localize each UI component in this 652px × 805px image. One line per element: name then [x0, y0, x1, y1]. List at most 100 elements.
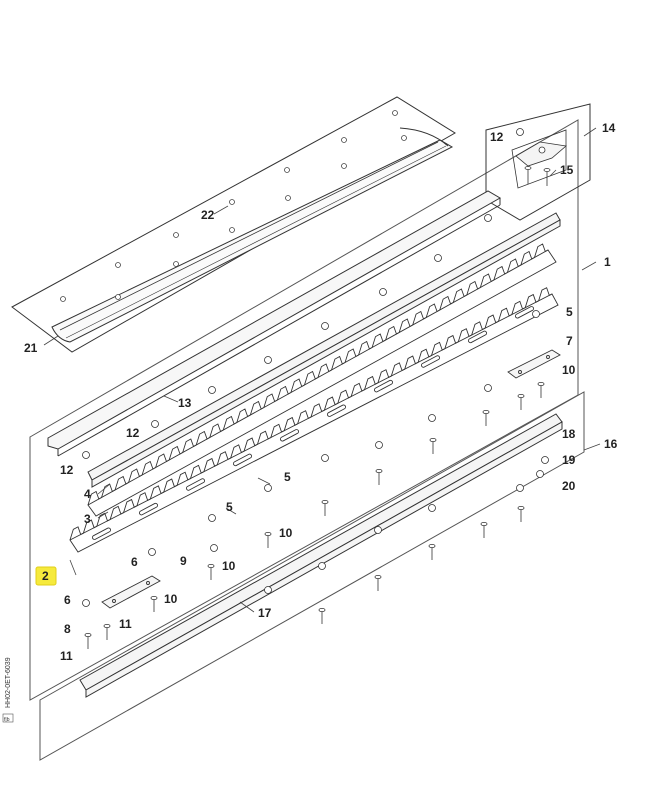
- blade-slot: [514, 306, 535, 319]
- washer: [151, 420, 159, 428]
- fasteners: [82, 128, 549, 649]
- plate-part-7: [507, 349, 561, 379]
- blade-slot: [467, 330, 488, 344]
- washer: [532, 310, 540, 318]
- screw: [375, 468, 383, 485]
- washer: [264, 356, 272, 364]
- washer: [82, 451, 90, 459]
- callout-12a: 12: [490, 130, 504, 144]
- screw-part-15: [524, 166, 551, 186]
- washer: [484, 214, 492, 222]
- blade-slot: [232, 453, 253, 467]
- callout-6a: 6: [131, 555, 138, 569]
- callout-1: 1: [604, 255, 611, 269]
- washer: [210, 544, 218, 552]
- washer: [375, 441, 383, 449]
- washer: [484, 384, 492, 392]
- washer: [434, 254, 442, 262]
- blade-slot: [326, 404, 347, 417]
- washer: [264, 484, 272, 492]
- washer: [428, 504, 436, 512]
- callout-9: 9: [180, 554, 187, 568]
- callout-15: 15: [560, 163, 574, 177]
- screw: [429, 437, 437, 454]
- screw: [103, 624, 111, 640]
- blade-cover-part-21: [51, 127, 454, 343]
- blade-slot: [279, 429, 300, 442]
- screw: [374, 575, 382, 591]
- washer: [374, 526, 382, 534]
- guide-bar-part-4: [87, 212, 561, 488]
- screw: [264, 532, 272, 548]
- screw: [482, 409, 490, 426]
- blade-slot: [185, 478, 206, 491]
- callout-12c: 12: [60, 463, 74, 477]
- callout-11b: 11: [60, 649, 73, 663]
- washer: [516, 128, 524, 136]
- callout-21: 21: [24, 341, 38, 355]
- leader-lines: [43, 127, 601, 613]
- callout-7: 7: [566, 334, 573, 348]
- callout-10c: 10: [222, 559, 236, 573]
- washer: [321, 322, 329, 330]
- blade-slot: [373, 379, 394, 393]
- callout-10b: 10: [279, 526, 293, 540]
- screw: [428, 544, 436, 560]
- washer: [321, 454, 329, 462]
- callout-18: 18: [562, 427, 576, 441]
- screw: [480, 522, 488, 538]
- clip-part-14: [515, 141, 567, 167]
- screw: [517, 393, 525, 410]
- callout-10a: 10: [562, 363, 576, 377]
- upper-cutting-blade-part-3: [87, 243, 557, 517]
- screw: [150, 596, 158, 612]
- callout-5b: 5: [284, 470, 291, 484]
- washer: [208, 514, 216, 522]
- cover-mounting-holes: [60, 110, 407, 302]
- lower-cutting-blade-part-2: [69, 287, 559, 553]
- corner-mark-box: [2, 713, 14, 723]
- washer: [318, 562, 326, 570]
- callout-4: 4: [84, 487, 91, 501]
- screw: [321, 499, 329, 516]
- screw: [207, 564, 215, 580]
- washer: [428, 414, 436, 422]
- blade-cover-assembly-outline: [11, 96, 456, 353]
- callout-17: 17: [258, 606, 272, 620]
- washer: [541, 456, 549, 464]
- callout-19: 19: [562, 453, 576, 467]
- blade-slot: [138, 502, 159, 516]
- washer: [516, 484, 524, 492]
- screw: [517, 505, 525, 522]
- plate-part-8: [101, 575, 161, 609]
- blade-slot: [91, 527, 112, 540]
- callout-6b: 6: [64, 593, 71, 607]
- washer: [379, 288, 387, 296]
- washer: [536, 470, 544, 478]
- callout-10d: 10: [164, 592, 178, 606]
- inset-box-14: [485, 103, 591, 221]
- screw: [537, 381, 545, 398]
- drawing-code: HH02-0ET-6039: [5, 657, 12, 708]
- part-16-frame: [39, 391, 585, 761]
- guide-bar-part-17: [79, 413, 563, 698]
- callout-13: 13: [178, 396, 192, 410]
- strip-part-13: [47, 190, 502, 457]
- washer: [208, 386, 216, 394]
- screw: [84, 633, 92, 649]
- screw: [318, 608, 326, 624]
- callout-5a: 5: [566, 305, 573, 319]
- callout-14: 14: [602, 121, 616, 135]
- callout-20: 20: [562, 479, 576, 493]
- blade-slot: [420, 355, 441, 368]
- washer: [82, 599, 90, 607]
- callout-3: 3: [84, 512, 91, 526]
- highlight-box-2: [35, 566, 57, 586]
- callout-12b: 12: [126, 426, 140, 440]
- callout-5c: 5: [226, 500, 233, 514]
- callout-11a: 11: [119, 617, 132, 631]
- washer: [148, 548, 156, 556]
- washer: [264, 586, 272, 594]
